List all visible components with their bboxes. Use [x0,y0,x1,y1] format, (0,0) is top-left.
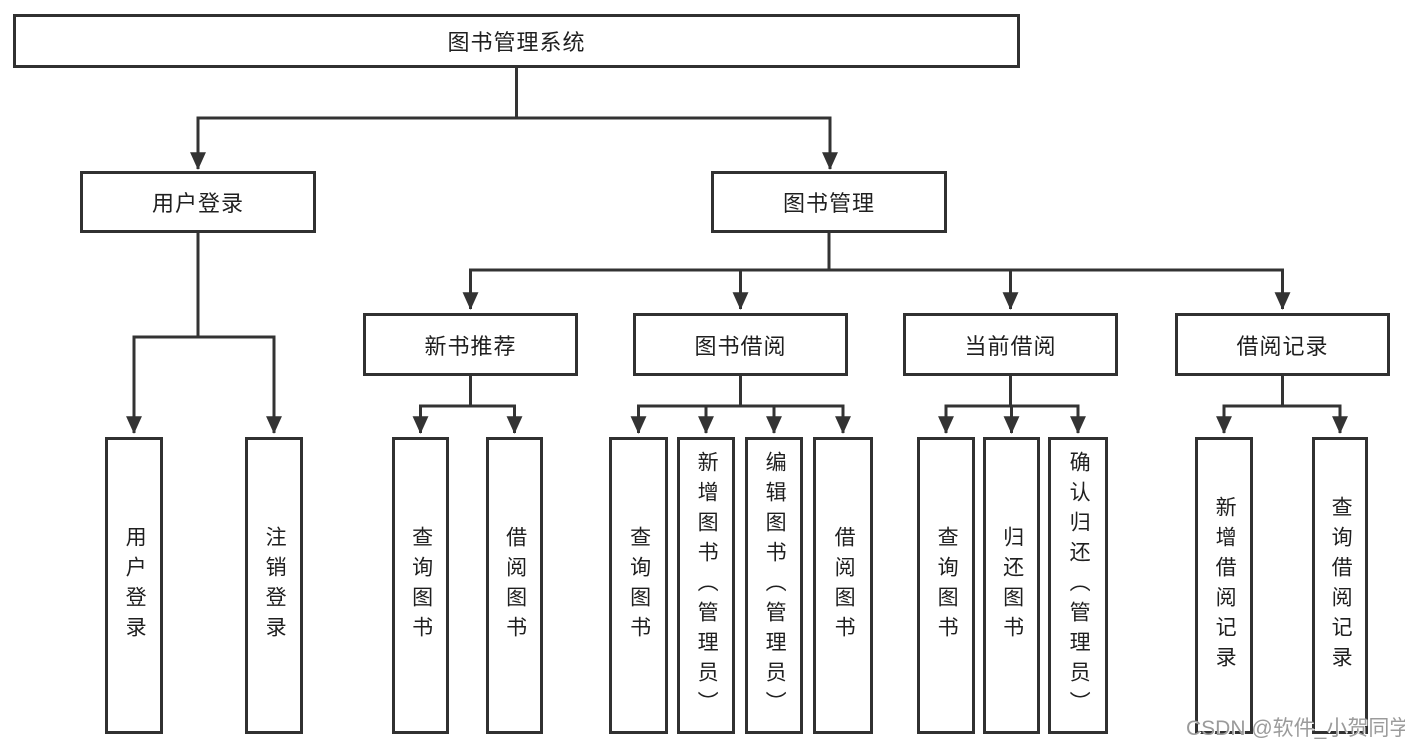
node-borrow-records: 借阅记录 [1175,313,1390,376]
leaf-borrow-books-2: 借阅图书 [813,437,873,734]
leaf-return-books: 归还图书 [983,437,1040,734]
leaf-query-books-1: 查询图书 [392,437,449,734]
leaf-confirm-return-admin: 确认归还（管理员） [1048,437,1108,734]
leaf-label: 新增图书（管理员） [695,450,719,721]
leaf-borrow-books-1: 借阅图书 [486,437,543,734]
leaf-add-borrow-record: 新增借阅记录 [1195,437,1253,734]
node-book-borrow: 图书借阅 [633,313,848,376]
leaf-user-login: 用户登录 [105,437,163,734]
leaf-label: 借阅图书 [832,525,856,646]
leaf-logout: 注销登录 [245,437,303,734]
node-user-login: 用户登录 [80,171,316,233]
node-new-book-recommend: 新书推荐 [363,313,578,376]
leaf-query-borrow-record: 查询借阅记录 [1312,437,1368,734]
leaf-label: 用户登录 [123,525,147,646]
leaf-label: 借阅图书 [503,525,527,646]
leaf-label: 编辑图书（管理员） [763,450,787,721]
leaf-edit-books-admin: 编辑图书（管理员） [745,437,803,734]
leaf-query-books-2: 查询图书 [609,437,668,734]
connector-group [126,68,1348,434]
node-book-management: 图书管理 [711,171,947,233]
leaf-label: 新增借阅记录 [1213,495,1237,676]
leaf-label: 查询图书 [627,525,651,646]
leaf-label: 查询借阅记录 [1329,495,1353,676]
node-root-system: 图书管理系统 [13,14,1020,68]
leaf-label: 确认归还（管理员） [1067,450,1091,721]
leaf-add-books-admin: 新增图书（管理员） [677,437,735,734]
leaf-query-books-3: 查询图书 [917,437,975,734]
leaf-label: 查询图书 [409,525,433,646]
node-current-borrow: 当前借阅 [903,313,1118,376]
csdn-watermark: CSDN @软件_小贺同学 [1186,717,1405,740]
leaf-label: 查询图书 [935,525,959,646]
leaf-label: 注销登录 [263,525,287,646]
leaf-label: 归还图书 [1000,525,1024,646]
